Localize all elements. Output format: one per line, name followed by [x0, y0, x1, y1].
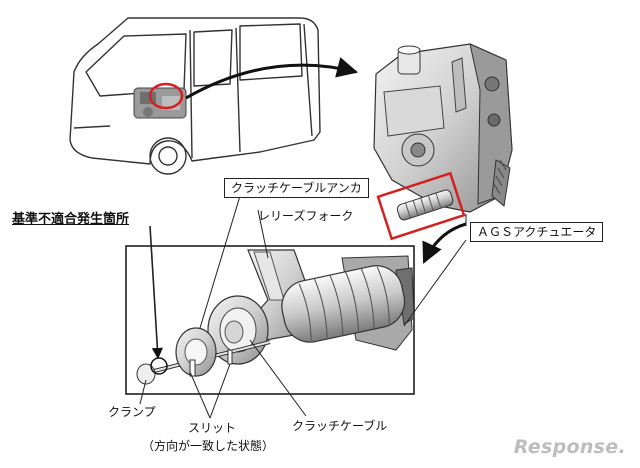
watermark-logo: Response.: [513, 436, 626, 458]
transmission-illustration: [373, 43, 513, 213]
curved-arrow-to-transmission: [185, 57, 359, 100]
van-highlight-circle: [148, 82, 184, 110]
small-actuator-boot: [396, 189, 454, 221]
release-fork-label: レリーズフォーク: [258, 209, 354, 223]
slit-note-label: （方向が一致した状態）: [142, 439, 275, 453]
clutch-cable-label: クラッチケーブル: [292, 419, 388, 433]
nonconformity-location-label: 基準不適合発生箇所: [12, 212, 130, 227]
slit-label: スリット: [188, 421, 237, 435]
curved-arrow-to-detail: [422, 222, 467, 264]
ags-actuator-label: ＡＧＳアクチュエータ: [470, 222, 604, 242]
van-illustration: [69, 17, 321, 175]
detail-illustration: [136, 249, 415, 385]
clutch-cable-anchor-label: クラッチケーブルアンカ: [224, 178, 369, 198]
van-engine: [133, 87, 187, 119]
leader-lines: [139, 195, 467, 419]
actuator-highlight-box: [376, 171, 466, 241]
clamp-label: クランプ: [108, 405, 156, 419]
